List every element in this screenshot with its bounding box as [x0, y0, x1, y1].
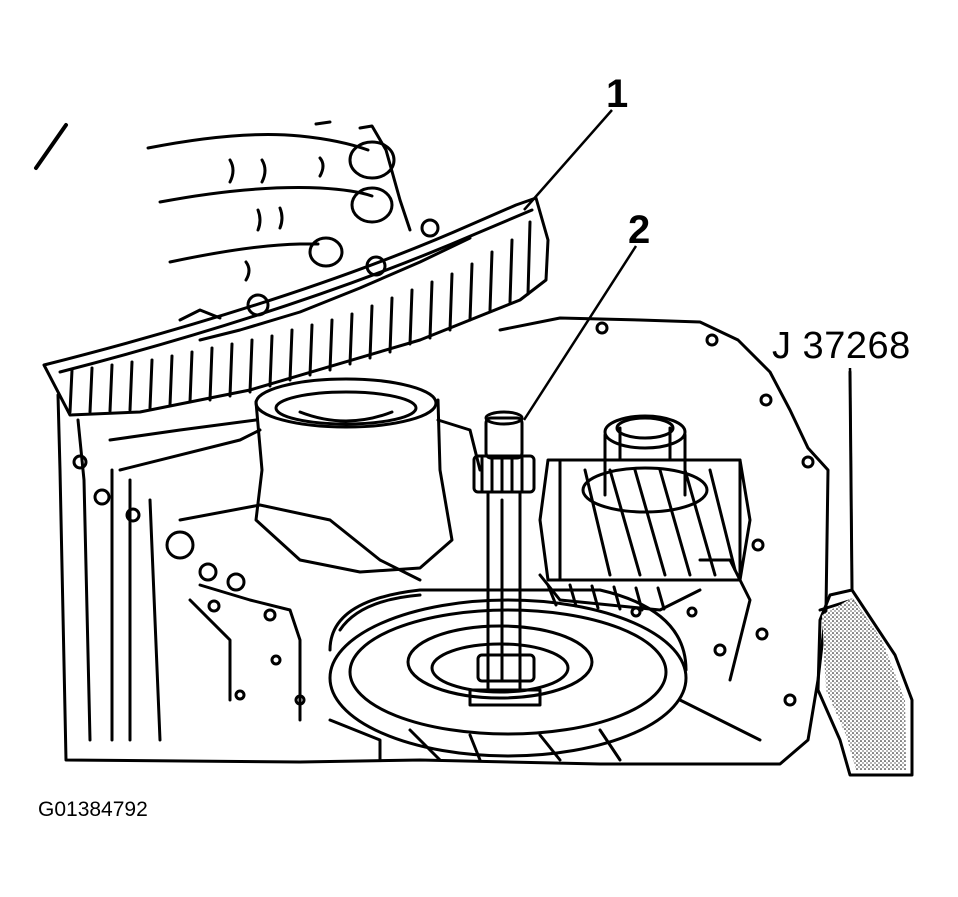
ring-gear [42, 196, 550, 417]
leader-line-1 [523, 109, 613, 211]
hand [146, 120, 412, 282]
case-ribbing [178, 503, 422, 582]
leader-line-tool [848, 367, 854, 591]
helical-gear [538, 414, 752, 612]
leader-line-2 [522, 245, 638, 421]
bearing-boss [108, 377, 482, 574]
transmission-case [56, 316, 830, 766]
clutch-drum [328, 588, 688, 758]
callout-label-2: 2 [628, 208, 651, 252]
shaft [468, 410, 542, 707]
stray-mark [34, 123, 68, 170]
figure-id: G01384792 [38, 798, 148, 821]
callout-label-1: 1 [606, 72, 629, 116]
tool-label: J 37268 [772, 325, 911, 367]
fixture-stipple [822, 598, 906, 770]
